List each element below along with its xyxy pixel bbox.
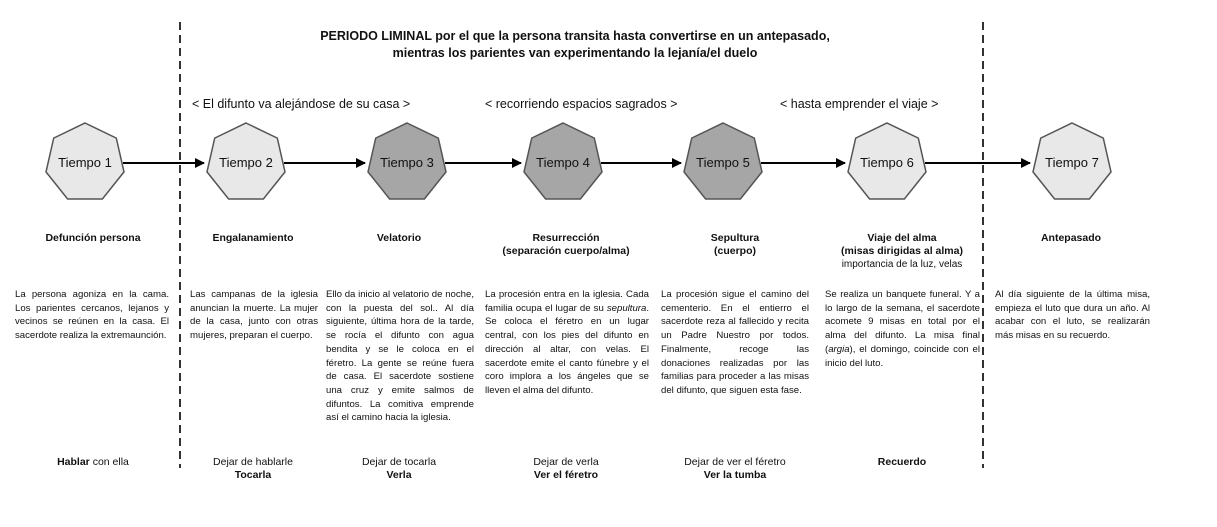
- heptagon-shape: [523, 122, 603, 200]
- diagram-title: PERIODO LIMINAL por el que la persona tr…: [230, 28, 920, 62]
- title-line-1: PERIODO LIMINAL por el que la persona tr…: [320, 29, 830, 43]
- time-node-label: Tiempo 1: [58, 155, 112, 170]
- heptagon-shape: [1032, 122, 1112, 200]
- description-2: Las campanas de la iglesia anuncian la m…: [190, 289, 318, 342]
- time-node-label: Tiempo 6: [860, 155, 914, 170]
- time-node-label: Tiempo 3: [380, 155, 434, 170]
- description-4: La procesión entra en la iglesia. Cada f…: [485, 289, 649, 396]
- action-6: Recuerdo: [877, 456, 927, 468]
- stage-name-4: Resurrección(separación cuerpo/alma): [502, 232, 630, 257]
- description-1: La persona agoniza en la cama. Los parie…: [15, 289, 169, 342]
- heptagon-shape: [847, 122, 927, 200]
- time-node-label: Tiempo 7: [1045, 155, 1099, 170]
- stage-name-5: Sepultura(cuerpo): [710, 232, 760, 257]
- time-node-label: Tiempo 4: [536, 155, 590, 170]
- description-3: Ello da inicio al velatorio de noche, co…: [326, 289, 474, 424]
- stage-name-3: Velatorio: [376, 232, 422, 244]
- description-7: Al día siguiente de la última misa, empi…: [995, 289, 1150, 342]
- phase-label-2: < recorriendo espacios sagrados >: [485, 97, 678, 111]
- stage-name-1: Defunción persona: [45, 232, 141, 244]
- time-node-1: Tiempo 1: [45, 122, 125, 200]
- stage-name-2: Engalanamiento: [212, 232, 294, 244]
- heptagon-shape: [367, 122, 447, 200]
- heptagon-shape: [45, 122, 125, 200]
- description-5: La procesión sigue el camino del cemente…: [661, 289, 809, 396]
- time-node-5: Tiempo 5: [683, 122, 763, 200]
- phase-label-1: < El difunto va alejándose de su casa >: [192, 97, 411, 111]
- time-node-label: Tiempo 5: [696, 155, 750, 170]
- time-node-6: Tiempo 6: [847, 122, 927, 200]
- time-node-7: Tiempo 7: [1032, 122, 1112, 200]
- time-node-label: Tiempo 2: [219, 155, 273, 170]
- title-line-2: mientras los parientes van experimentand…: [392, 46, 758, 60]
- heptagon-shape: [206, 122, 286, 200]
- description-6: Se realiza un banquete funeral. Y a lo l…: [825, 289, 980, 369]
- stage-name-6: Viaje del alma(misas dirigidas al alma)i…: [841, 232, 963, 270]
- time-node-3: Tiempo 3: [367, 122, 447, 200]
- phase-label-3: < hasta emprender el viaje >: [780, 97, 939, 111]
- heptagon-shape: [683, 122, 763, 200]
- stage-name-7: Antepasado: [1040, 232, 1102, 244]
- time-node-4: Tiempo 4: [523, 122, 603, 200]
- action-1: Hablar con ella: [57, 456, 129, 468]
- time-node-2: Tiempo 2: [206, 122, 286, 200]
